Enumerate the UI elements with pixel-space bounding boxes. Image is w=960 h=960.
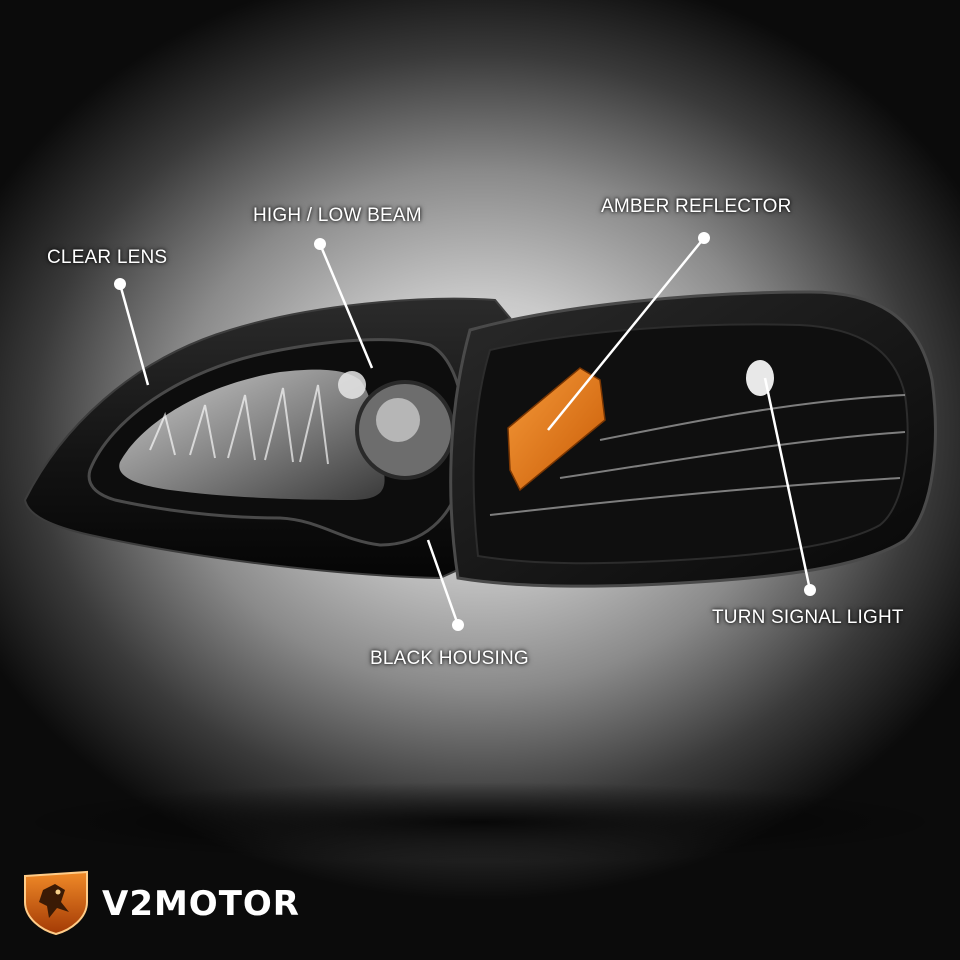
beam-bulb-highlight bbox=[338, 371, 366, 399]
callout-line-clear-lens bbox=[118, 283, 150, 386]
beam-bulb bbox=[376, 398, 420, 442]
callout-line-beam bbox=[318, 243, 374, 369]
floor-shadow bbox=[10, 782, 950, 862]
griffin-shield-icon bbox=[24, 870, 88, 936]
brand-name: V2MOTOR bbox=[102, 884, 300, 924]
callout-line-housing bbox=[426, 539, 460, 626]
callout-dot-clear-lens bbox=[114, 278, 126, 290]
callout-dot-amber bbox=[698, 232, 710, 244]
label-turn-signal-light: TURN SIGNAL LIGHT bbox=[712, 607, 904, 628]
callout-lines bbox=[118, 237, 812, 626]
callout-dot-housing bbox=[452, 619, 464, 631]
callout-dots bbox=[114, 232, 816, 631]
reflector-facets bbox=[149, 384, 329, 465]
callout-line-amber bbox=[547, 237, 705, 431]
amber-reflector bbox=[507, 367, 606, 492]
callout-dot-turn bbox=[804, 584, 816, 596]
callout-line-turn bbox=[763, 377, 812, 591]
corner-chrome-lines bbox=[489, 394, 906, 516]
callout-dot-beam bbox=[314, 238, 326, 250]
label-high-low-beam: HIGH / LOW BEAM bbox=[253, 205, 422, 226]
label-clear-lens: CLEAR LENS bbox=[47, 247, 168, 268]
label-black-housing: BLACK HOUSING bbox=[370, 648, 529, 669]
label-amber-reflector: AMBER REFLECTOR bbox=[601, 196, 792, 217]
turn-signal-bulb bbox=[746, 360, 774, 396]
